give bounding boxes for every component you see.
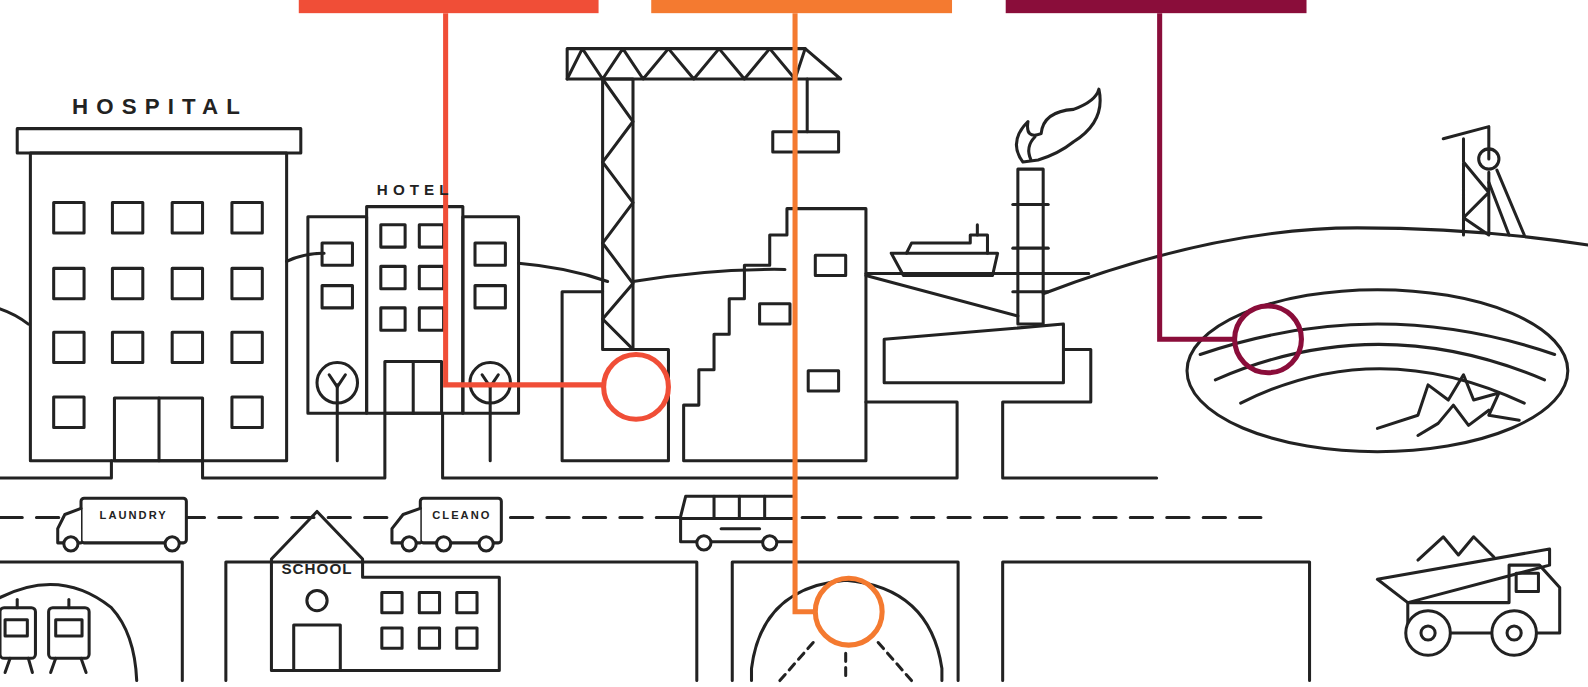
building-label: LAUNDRY xyxy=(100,508,168,520)
building-label: HOTEL xyxy=(377,181,454,198)
building-label: HOSPITAL xyxy=(72,94,248,120)
building-label: SCHOOL xyxy=(281,560,352,577)
building-label: CLEANO xyxy=(432,508,491,520)
